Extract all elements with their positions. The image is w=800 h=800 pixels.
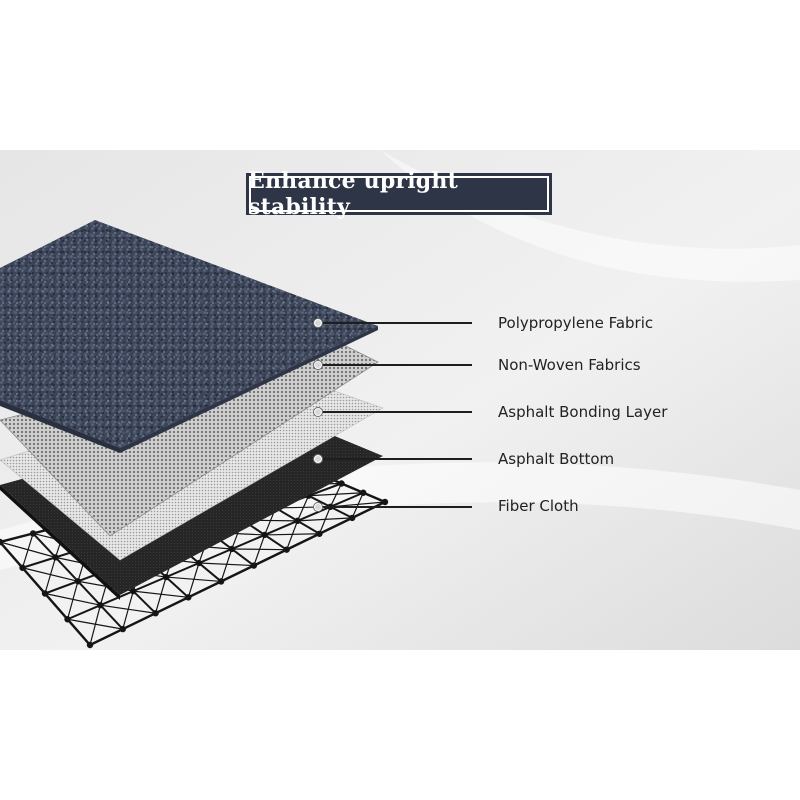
label-non-woven-fabrics: Non-Woven Fabrics: [498, 356, 641, 374]
diagram-panel: [0, 150, 800, 650]
marker-dot-polypropylene: [314, 319, 322, 327]
leader-line-asphalt-bottom: [318, 458, 472, 460]
leader-line-bonding: [318, 411, 472, 413]
marker-dot-non-woven: [314, 361, 322, 369]
label-polypropylene-fabric: Polypropylene Fabric: [498, 314, 654, 332]
page-title: Enhance upright stability: [246, 168, 552, 220]
leader-line-fiber-cloth: [318, 506, 472, 508]
marker-dot-bonding: [314, 408, 322, 416]
polypropylene-fabric-layer: [0, 220, 378, 453]
label-asphalt-bonding-layer: Asphalt Bonding Layer: [498, 403, 668, 421]
leader-line-non-woven: [318, 364, 472, 366]
leader-line-polypropylene: [318, 322, 472, 324]
layer-stack-illustration: [0, 150, 800, 650]
background-swoosh-top: [380, 150, 800, 282]
label-asphalt-bottom: Asphalt Bottom: [498, 450, 615, 468]
marker-dot-asphalt-bottom: [314, 455, 322, 463]
label-fiber-cloth: Fiber Cloth: [498, 497, 579, 515]
marker-dot-fiber-cloth: [314, 503, 322, 511]
